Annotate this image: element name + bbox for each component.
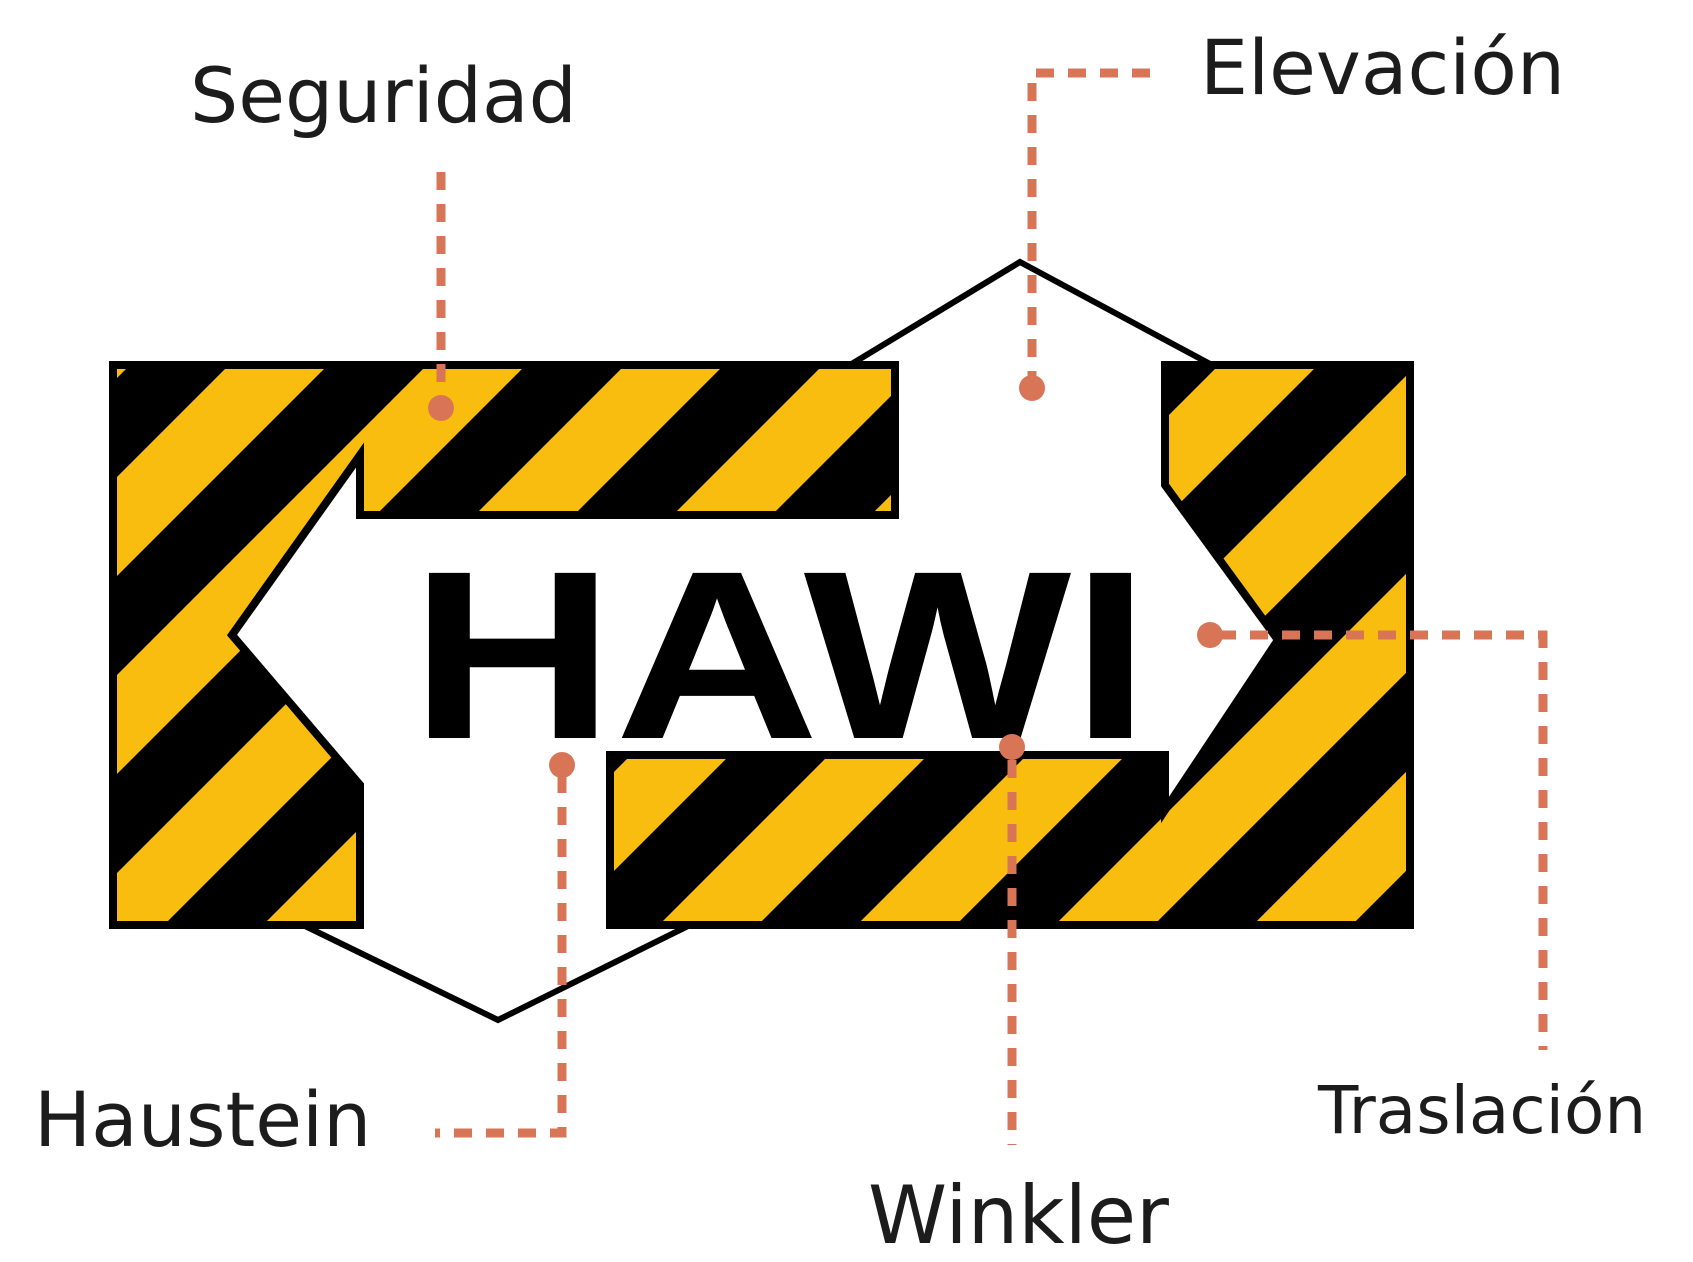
label-seguridad: Seguridad [190,58,577,134]
label-winkler: Winkler [868,1176,1169,1256]
callout-dot-winkler [999,734,1025,760]
label-haustein: Haustein [34,1082,371,1158]
label-elevacion: Elevación [1200,30,1565,106]
callout-dot-seguridad [428,395,454,421]
callout-dot-haustein [549,752,575,778]
callout-dot-elevacion [1019,375,1045,401]
callout-dot-traslacion [1197,622,1223,648]
logo-text: HAWI [410,521,1150,789]
label-traslacion: Traslación [1318,1078,1646,1144]
